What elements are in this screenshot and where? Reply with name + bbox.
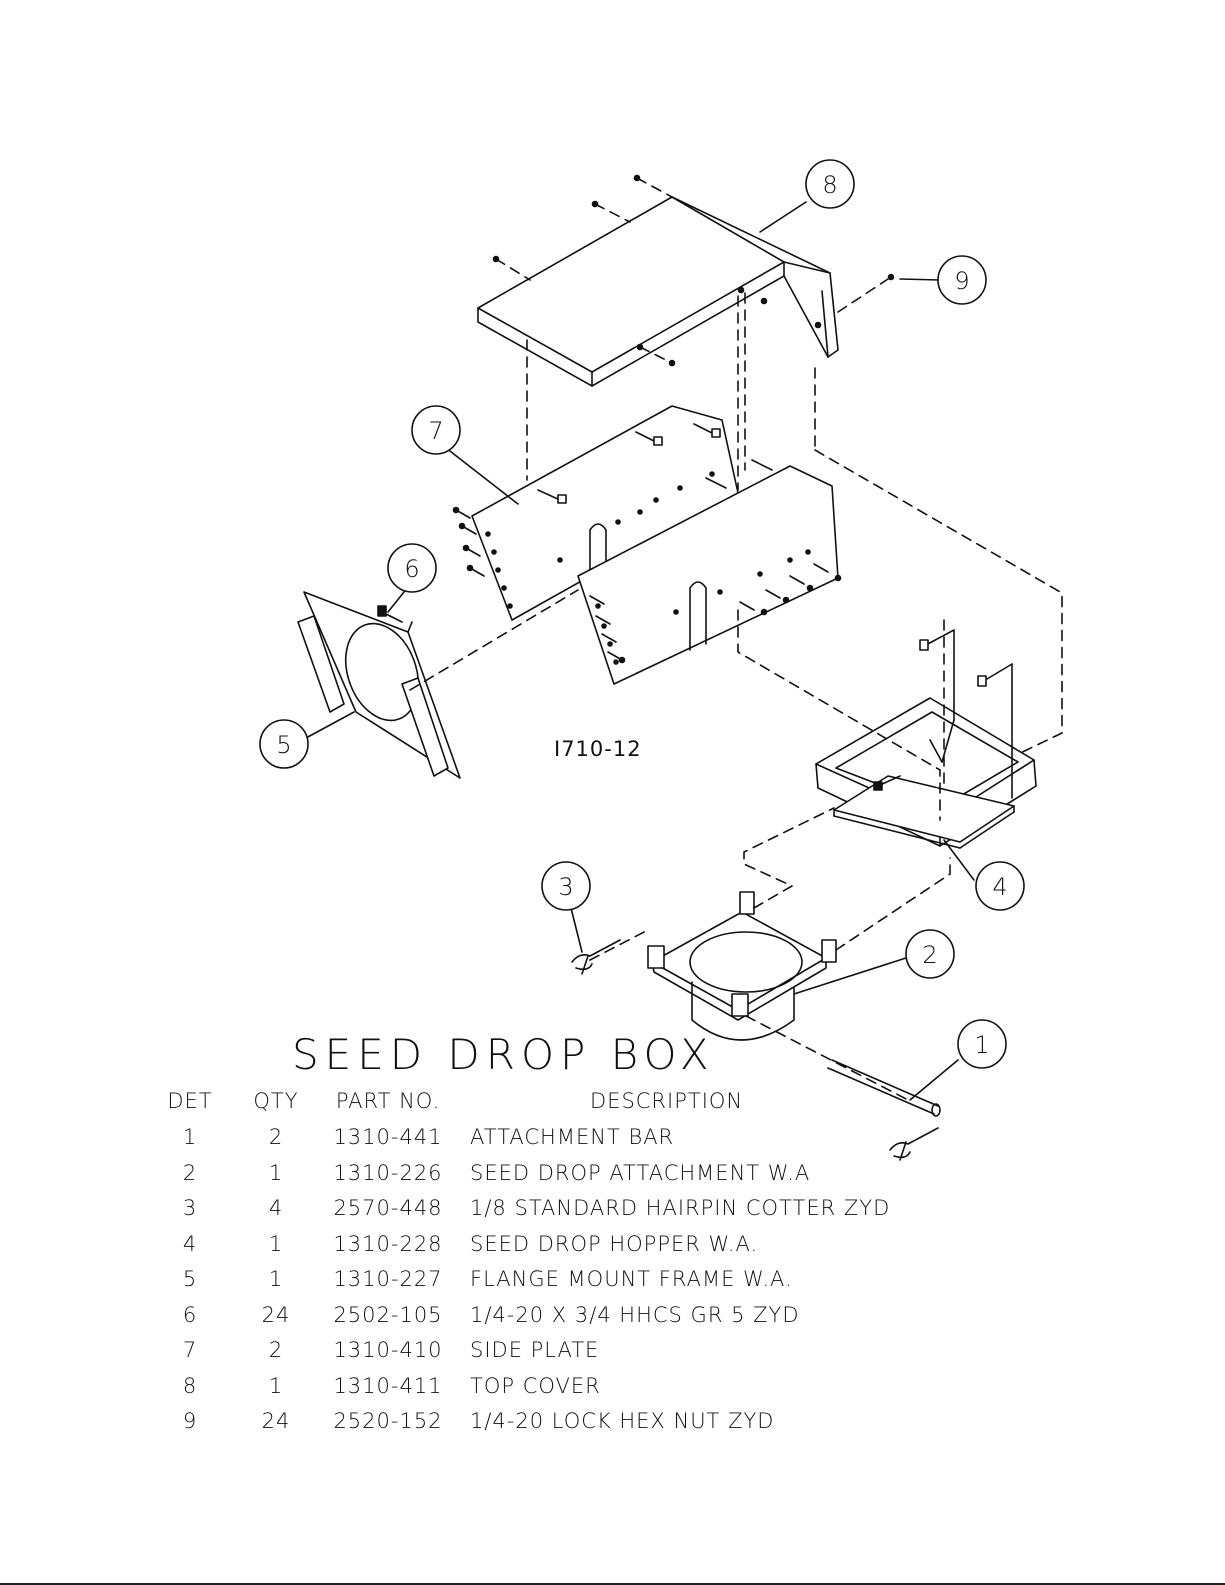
description-cell: 1/4-20 X 3/4 HHCS GR 5 ZYD [470,1302,800,1327]
svg-text:5: 5 [276,731,291,759]
description-cell: ATTACHMENT BAR [470,1125,675,1149]
part-no-cell: 1310-226 [333,1160,443,1185]
top-cover-part [477,196,839,387]
description-cell: 1/4-20 LOCK HEX NUT ZYD [470,1409,775,1433]
drawing-number: I710-12 [554,737,642,761]
parts-row: 1 2 1310-441 ATTACHMENT BAR [160,1121,920,1157]
callout-7: 7 [411,405,461,455]
svg-text:6: 6 [404,555,419,583]
flange-center-line [409,589,579,691]
side-plate-nut-dots [452,506,842,664]
parts-row: 8 1 1310-411 TOP COVER [160,1370,920,1406]
callout-8: 8 [805,159,855,209]
drawing-title: SEED DROP BOX [292,1030,715,1079]
det-cell: 3 [182,1196,198,1220]
header-description: DESCRIPTION [590,1089,744,1113]
det-cell: 9 [182,1409,198,1433]
seed-drop-attachment-part [647,891,837,1041]
callout-leaders [305,201,975,1101]
part-no-cell: 2502-105 [333,1302,443,1327]
callout-5: 5 [259,719,309,769]
top-cover-center-lines [495,177,1063,758]
det-cell: 6 [182,1302,198,1327]
header-qty: QTY [253,1089,299,1113]
qty-cell: 2 [268,1125,284,1149]
det-cell: 2 [182,1160,198,1185]
parts-row: 2 1 1310-226 SEED DROP ATTACHMENT W.A [160,1157,920,1193]
callout-4: 4 [975,861,1025,911]
page-bottom-rule [0,1583,1225,1585]
description-cell: 1/8 STANDARD HAIRPIN COTTER ZYD [470,1196,891,1220]
attachment-bar-part [827,1059,941,1117]
description-cell: SEED DROP ATTACHMENT W.A [470,1160,811,1185]
parts-row: 6 24 2502-105 1/4-20 X 3/4 HHCS GR 5 ZYD [160,1299,920,1335]
qty-cell: 4 [268,1196,284,1220]
attachment-center-lines [589,807,951,1103]
parts-row: 7 2 1310-410 SIDE PLATE [160,1334,920,1370]
part-no-cell: 1310-228 [333,1231,443,1256]
qty-cell: 1 [268,1267,284,1291]
side-plate-front [577,465,839,685]
callout-9: 9 [937,255,987,305]
part-no-cell: 1310-441 [333,1125,443,1149]
svg-text:1: 1 [974,1031,989,1059]
callout-3: 3 [541,861,591,911]
qty-cell: 1 [268,1231,284,1256]
side-plate-rear [471,405,739,621]
det-cell: 5 [182,1267,198,1291]
hairpin-cotter-part [571,939,621,975]
qty-cell: 2 [268,1338,284,1362]
svg-text:7: 7 [428,417,443,445]
callout-6: 6 [387,543,437,593]
callout-2: 2 [905,929,955,979]
qty-cell: 1 [268,1160,284,1185]
description-cell: TOP COVER [470,1373,601,1398]
description-cell: SIDE PLATE [470,1338,600,1362]
det-cell: 7 [182,1338,198,1362]
svg-text:8: 8 [822,171,837,199]
part-no-cell: 1310-227 [333,1267,443,1291]
parts-row: 5 1 1310-227 FLANGE MOUNT FRAME W.A. [160,1263,920,1299]
det-cell: 1 [182,1125,198,1149]
description-cell: FLANGE MOUNT FRAME W.A. [470,1267,793,1291]
side-plate-holes [485,471,811,665]
hairpin-cotter-part-2 [889,1127,939,1161]
flange-mount-frame-part [297,591,461,779]
part-no-cell: 2520-152 [333,1409,443,1433]
svg-text:4: 4 [992,873,1007,901]
callout-balloons: 8 9 7 6 5 4 3 2 1 [259,159,1025,1069]
qty-cell: 24 [261,1409,291,1433]
det-cell: 4 [182,1231,198,1256]
part-no-cell: 2570-448 [333,1196,443,1220]
parts-row: 4 1 1310-228 SEED DROP HOPPER W.A. [160,1228,920,1264]
parts-list-header: DET QTY PART NO. DESCRIPTION [160,1085,920,1121]
hopper-bolts [873,629,1013,799]
header-det: DET [167,1089,213,1113]
seed-drop-hopper-part [815,697,1037,849]
hopper-center-lines [737,609,945,821]
qty-cell: 1 [268,1373,284,1398]
header-part-no: PART NO. [335,1089,441,1113]
parts-row: 3 4 2570-448 1/8 STANDARD HAIRPIN COTTER… [160,1192,920,1228]
description-cell: SEED DROP HOPPER W.A. [470,1231,759,1256]
qty-cell: 24 [261,1302,291,1327]
det-cell: 8 [182,1373,198,1398]
parts-row: 9 24 2520-152 1/4-20 LOCK HEX NUT ZYD [160,1405,920,1441]
svg-text:2: 2 [922,941,937,969]
part-no-cell: 1310-410 [333,1338,443,1362]
svg-text:9: 9 [954,267,969,295]
parts-list-table: DET QTY PART NO. DESCRIPTION 1 2 1310-44… [160,1085,920,1441]
flange-bolt [377,605,403,623]
callout-1: 1 [957,1019,1007,1069]
part-no-cell: 1310-411 [333,1373,443,1398]
svg-text:3: 3 [558,873,573,901]
